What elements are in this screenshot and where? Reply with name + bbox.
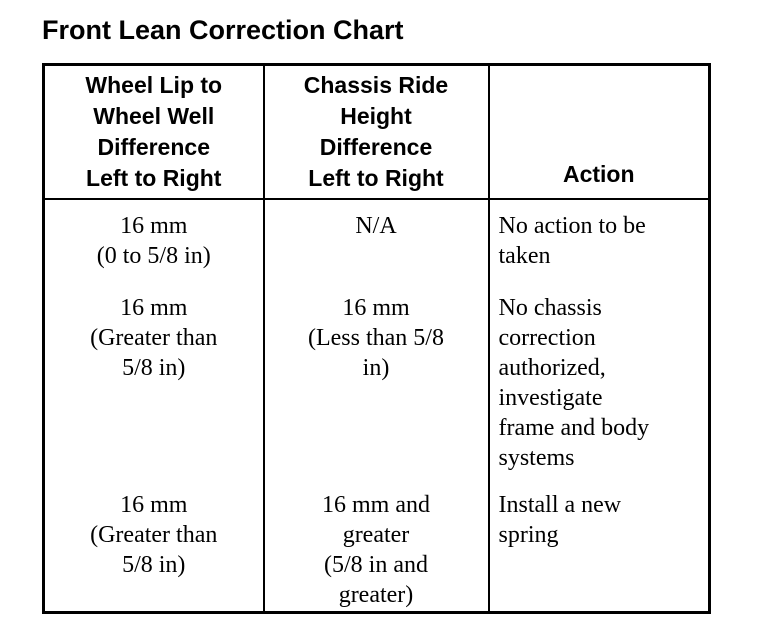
cell-wheel-lip-difference: 16 mm (Greater than 5/8 in) [90,295,218,381]
cell-wheel-lip-difference: 16 mm (0 to 5/8 in) [96,213,211,269]
header-wheel-lip-difference: Wheel Lip to Wheel Well Difference Left … [43,64,264,200]
cell-chassis-ride-height-difference: 16 mm and greater (5/8 in and greater) [262,479,489,613]
table-row: 16 mm (Greater than 5/8 in) 16 mm (Less … [44,282,710,479]
cell-action: Install a new spring [487,479,710,613]
table-row: 16 mm (0 to 5/8 in) N/A No action to be … [44,199,710,282]
front-lean-correction-table: Wheel Lip to Wheel Well Difference Left … [42,63,711,614]
cell-action: No action to be taken [487,199,710,282]
table-row: 16 mm (Greater than 5/8 in) 16 mm and gr… [44,479,710,613]
cell-action: No chassis correction authorized, invest… [487,282,710,479]
cell-chassis-ride-height-difference: 16 mm (Less than 5/8 in) [262,282,489,479]
header-row: Wheel Lip to Wheel Well Difference Left … [43,64,710,200]
page-title: Front Lean Correction Chart [42,15,404,45]
cell-wheel-lip-difference: 16 mm (Greater than 5/8 in) [90,492,218,578]
cell-chassis-ride-height-difference: N/A [262,199,489,282]
header-action: Action [487,64,710,200]
header-chassis-ride-height-difference: Chassis Ride Height Difference Left to R… [262,64,489,200]
